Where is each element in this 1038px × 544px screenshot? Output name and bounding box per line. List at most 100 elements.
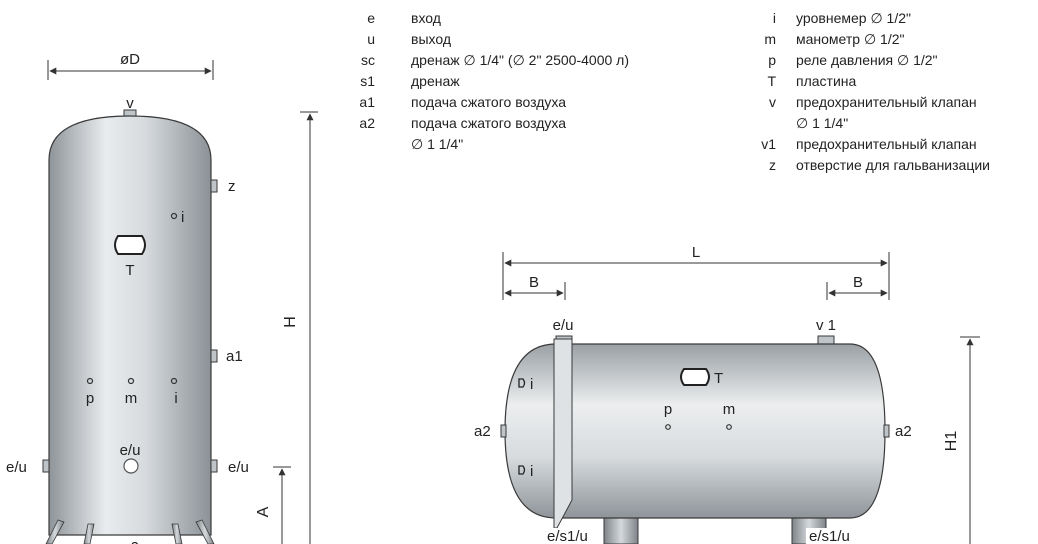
top-valve-label: v	[126, 95, 134, 112]
pressure-switch-label: p	[86, 390, 94, 407]
legend-code: a2	[359, 115, 375, 131]
legend-text: подача сжатого воздуха	[411, 115, 567, 131]
legend-text: вход	[411, 10, 441, 26]
legend-code: s1	[360, 73, 375, 89]
left-air-port	[500, 424, 507, 438]
diameter-label: øD	[120, 51, 140, 68]
height1-label: H1	[943, 431, 960, 452]
vertical-tank-leg	[45, 519, 65, 544]
left-port-label: e/u	[6, 459, 27, 476]
galvanization-port	[210, 179, 218, 193]
pressure-switch-marker	[86, 377, 94, 385]
vertical-tank-leg	[83, 523, 95, 544]
gauge-top-marker	[518, 378, 526, 388]
legend-code: i	[772, 10, 776, 26]
legend-text: предохранительный клапан	[796, 136, 977, 152]
legend-text: пластина	[796, 73, 857, 89]
legend-code: e	[367, 10, 375, 26]
legend-code: z	[769, 157, 776, 173]
right-port	[210, 459, 218, 473]
legend-row: T пластина	[752, 73, 856, 89]
legend-row: a1 подача сжатого воздуха	[353, 94, 566, 110]
legend-code: a1	[359, 94, 375, 110]
legend-row: i уровнемер ∅ 1/2"	[752, 10, 911, 26]
legend-code: v1	[761, 136, 776, 152]
offset-left-label: B	[529, 274, 539, 291]
plate-marker-horizontal	[680, 368, 710, 386]
manometer-label-horizontal: m	[723, 401, 736, 418]
legend-text: уровнемер ∅ 1/2"	[796, 10, 911, 26]
front-port-label: e/u	[120, 442, 141, 459]
gauge-low-marker	[170, 377, 178, 385]
switch-label-horizontal: p	[664, 401, 672, 418]
bottom-left-label: e/s1/u	[547, 528, 588, 544]
bottom-port-label: s2	[123, 539, 139, 544]
legend-text: дренаж ∅ 1/4" (∅ 2" 2500-4000 л)	[411, 52, 629, 68]
vertical-tank-body	[48, 115, 212, 536]
horizontal-tank: L B B e/u v 1 H1	[474, 244, 980, 544]
legend-row: v предохранительный клапан	[752, 94, 977, 110]
legend-text: отверстие для гальванизации	[796, 157, 990, 173]
bottom-right-label-bg	[806, 528, 866, 544]
gauge-top-label: i	[530, 376, 533, 393]
plate-marker	[114, 235, 146, 255]
legend-text: подача сжатого воздуха	[411, 94, 567, 110]
legend-text: выход	[411, 31, 451, 47]
front-port-marker	[123, 458, 139, 474]
legend-code: sc	[361, 52, 375, 68]
top-right-port-label: v 1	[816, 317, 836, 334]
legend-text: реле давления ∅ 1/2"	[796, 52, 938, 68]
legend-text: ∅ 1 1/4"	[411, 136, 464, 152]
air-inlet-label: a1	[226, 348, 243, 365]
legend-row: p реле давления ∅ 1/2"	[752, 52, 937, 68]
manometer-marker	[127, 377, 135, 385]
legend-row: z отверстие для гальванизации	[752, 157, 990, 173]
support-leg-left	[603, 517, 639, 544]
level-gauge-marker	[170, 212, 178, 220]
bottom-left-label-bg	[544, 528, 602, 544]
legend-text: дренаж	[411, 73, 460, 89]
right-port-label: e/u	[228, 459, 249, 476]
legend-text: ∅ 1 1/4"	[796, 115, 849, 131]
level-gauge-label: i	[181, 209, 184, 226]
top-left-port-label: e/u	[553, 317, 574, 334]
legend-row: a2 подача сжатого воздуха	[353, 115, 566, 131]
air-inlet-port	[210, 349, 218, 363]
vertical-tank: øD v z i T a1	[6, 51, 318, 544]
switch-marker-horizontal	[665, 424, 671, 430]
gauge-bottom-marker	[518, 465, 526, 475]
left-air-label: a2	[474, 423, 491, 440]
legend-row: s1 дренаж	[353, 73, 459, 89]
legend-code: v	[769, 94, 776, 110]
right-air-port	[883, 424, 890, 438]
end-flange	[553, 338, 573, 529]
galvanization-label: z	[228, 178, 236, 195]
right-air-label: a2	[895, 423, 912, 440]
manometer-marker-horizontal	[726, 424, 732, 430]
legend-row: v1 предохранительный клапан	[752, 136, 976, 152]
base-label: A	[255, 506, 272, 517]
height-label: H	[282, 316, 299, 328]
offset-right-label: B	[853, 274, 863, 291]
bottom-right-label: e/s1/u	[809, 528, 850, 544]
vertical-tank-leg	[195, 519, 215, 544]
top-right-nozzle	[817, 335, 835, 345]
legend-row: u выход	[353, 31, 451, 47]
legend-row: sc дренаж ∅ 1/4" (∅ 2" 2500-4000 л)	[353, 52, 629, 68]
legend-code: p	[768, 52, 776, 68]
legend-text: предохранительный клапан	[796, 94, 977, 110]
legend-row: ∅ 1 1/4"	[353, 136, 463, 152]
left-port	[42, 459, 50, 473]
plate-label-horizontal: T	[714, 370, 723, 387]
legend-text: манометр ∅ 1/2"	[796, 31, 905, 47]
manometer-label: m	[125, 390, 138, 407]
legend-row: m манометр ∅ 1/2"	[752, 31, 904, 47]
legend-code: u	[367, 31, 375, 47]
legend-code: m	[764, 31, 776, 47]
legend-row: e вход	[353, 10, 441, 26]
length-label: L	[692, 244, 700, 261]
legend-code: T	[767, 73, 776, 89]
legend-row: ∅ 1 1/4"	[752, 115, 848, 131]
